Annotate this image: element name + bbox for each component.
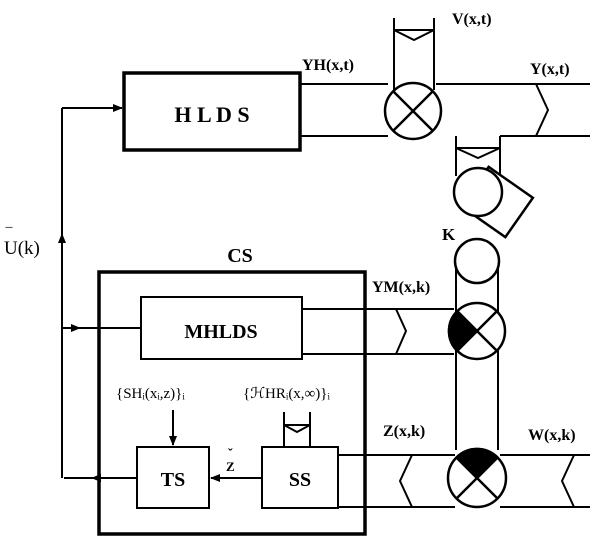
ts-block	[136, 446, 210, 509]
cs-container	[97, 270, 367, 536]
hlds-label: H L D S	[174, 102, 249, 127]
top-branch	[455, 136, 501, 176]
y-output-chevron	[535, 83, 550, 137]
v-input-stub	[393, 18, 435, 90]
z-label: Z(x,k)	[383, 423, 425, 440]
mhlds-connections	[302, 308, 365, 355]
middle-valve	[447, 301, 507, 361]
cs-label: CS	[227, 245, 253, 267]
w-label: W(x,k)	[528, 427, 576, 444]
z-hat-label: Z	[226, 459, 235, 474]
ym-pipe	[365, 308, 454, 355]
z-chevron	[398, 454, 413, 508]
ym-label: YM(x,k)	[372, 279, 430, 296]
mhlds-label: MHLDS	[184, 321, 257, 343]
top-pipe	[300, 83, 590, 137]
ss-block	[261, 446, 339, 509]
u-bar: ‾	[5, 225, 13, 245]
w-chevron	[560, 454, 575, 508]
ts-label: TS	[161, 469, 185, 491]
k-element	[453, 237, 501, 285]
hr-label: {ℋHRᵢ(x,∞)}ᵢ	[243, 386, 330, 402]
tilted-branch	[452, 165, 535, 239]
vertical-pipe	[455, 262, 499, 450]
v-label: V(x,t)	[452, 11, 492, 28]
u-signal-lines	[61, 108, 141, 478]
ym-chevron	[395, 308, 408, 355]
ss-label: SS	[289, 469, 311, 491]
y-label: Y(x,t)	[530, 61, 570, 78]
bottom-pipe	[338, 454, 590, 508]
ss-input-stub	[283, 412, 311, 447]
hlds-block	[122, 71, 302, 152]
u-label: U(k)	[4, 238, 40, 259]
top-valve	[383, 81, 443, 141]
yh-label: YH(x,t)	[302, 57, 354, 74]
z-hat-mark: ˇ	[228, 447, 233, 462]
bottom-valve	[446, 447, 508, 509]
k-label: K	[442, 225, 456, 244]
sh-label: {SHᵢ(xᵢ,z)}ᵢ	[116, 386, 185, 402]
